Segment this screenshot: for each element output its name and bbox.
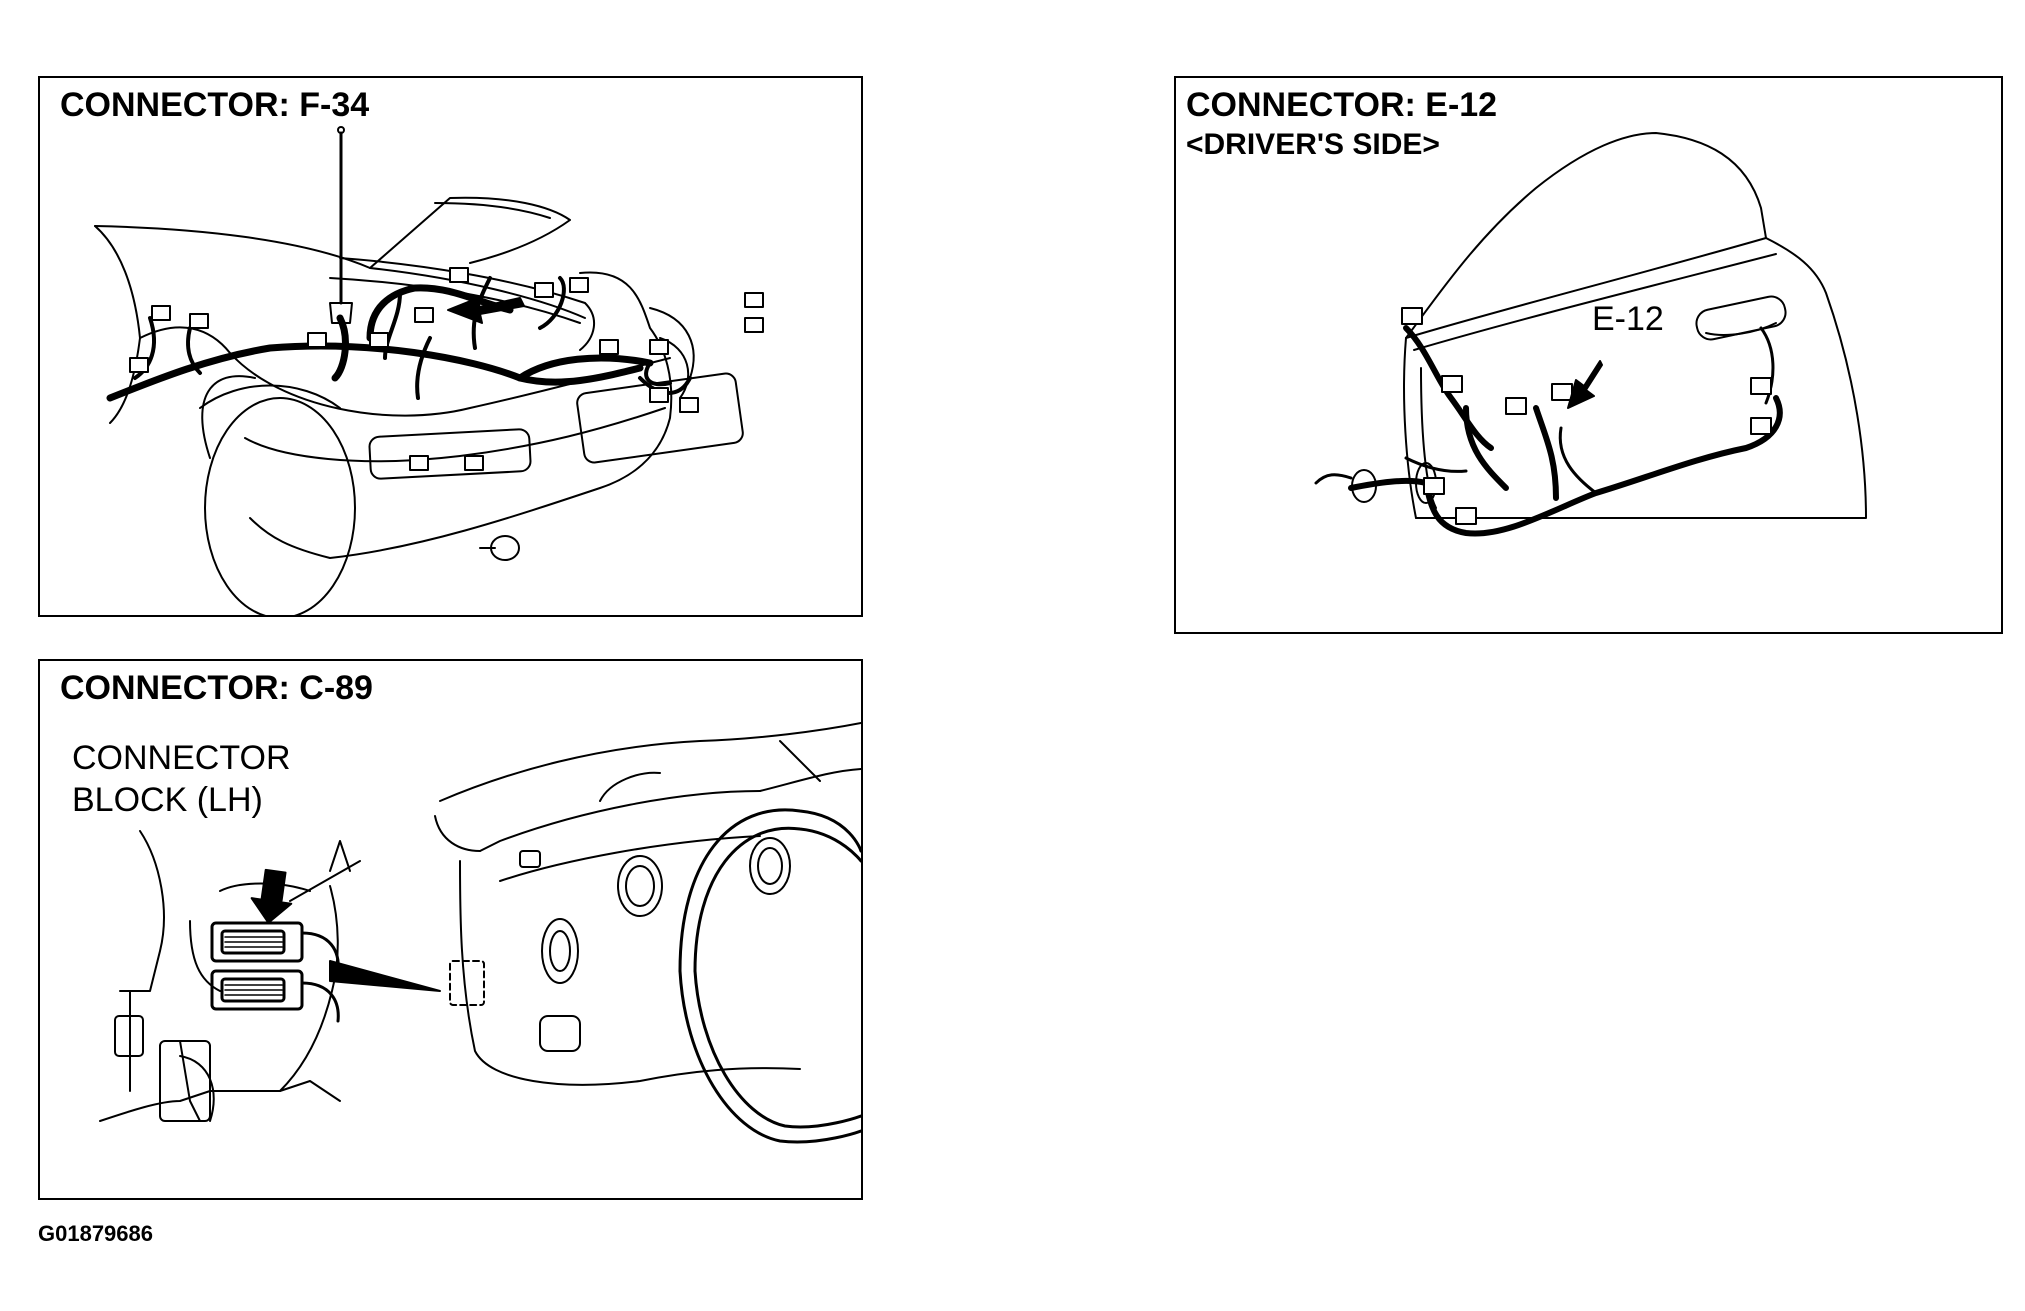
panel-title-e12: CONNECTOR: E-12 <box>1186 86 1498 124</box>
connector-panel-f34: CONNECTOR: F-34 <box>38 76 863 617</box>
arrow-icon <box>250 868 293 924</box>
panel-subtitle-e12: <DRIVER'S SIDE> <box>1186 128 1440 161</box>
panel-title-f34: CONNECTOR: F-34 <box>60 86 370 124</box>
door-illustration <box>1314 132 1867 537</box>
arrow-icon <box>1567 360 1603 409</box>
connector-block-label-line2: BLOCK (LH) <box>72 781 263 819</box>
figure-id: G01879686 <box>38 1221 153 1246</box>
connector-block-label: CONNECTOR BLOCK (LH) <box>72 737 291 821</box>
panel-title-c89: CONNECTOR: C-89 <box>60 669 373 707</box>
car-rear-illustration <box>94 126 764 615</box>
e12-callout-label: E-12 <box>1592 300 1664 338</box>
connector-panel-c89: CONNECTOR: C-89 CONNECTOR BLOCK (LH) <box>38 659 863 1200</box>
connector-panel-e12: CONNECTOR: E-12 <DRIVER'S SIDE> E-12 <box>1174 76 2003 634</box>
arrow-icon <box>447 297 525 324</box>
connector-block-label-line1: CONNECTOR <box>72 739 291 777</box>
dashboard-illustration <box>99 722 861 1144</box>
